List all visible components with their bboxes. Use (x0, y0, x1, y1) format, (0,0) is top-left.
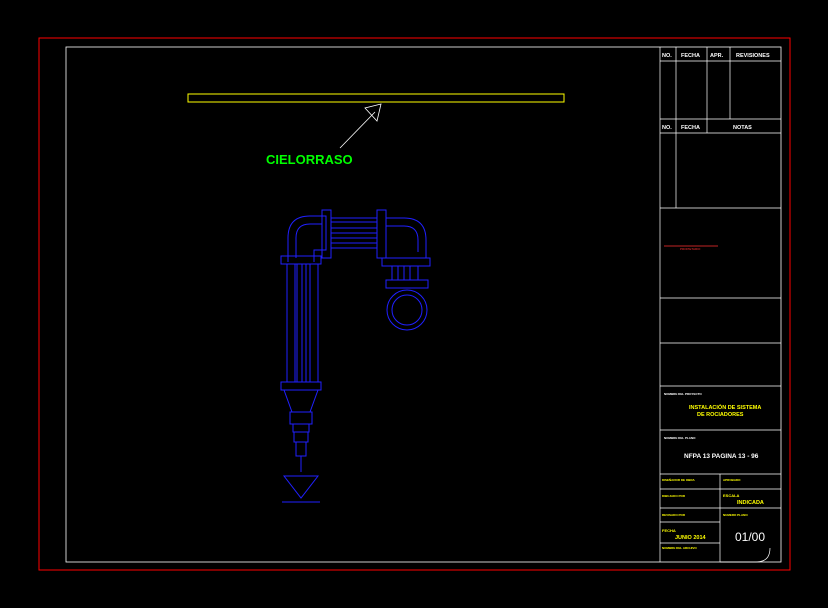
rev-col-fecha: FECHA (681, 53, 700, 59)
inner-border (65, 46, 782, 563)
ceiling-leader-arrow (339, 103, 382, 149)
scale-value: INDICADA (737, 500, 764, 506)
outer-border (38, 37, 791, 571)
date-value: JUNIO 2014 (675, 535, 707, 541)
project-title-line1: INSTALACIÓN DE SISTEMA (689, 403, 761, 411)
scale-label: ESCALA (723, 493, 740, 498)
title-block-corner (720, 547, 771, 563)
notes-col-notas: NOTAS (733, 125, 752, 131)
notes-col-fecha: FECHA (681, 125, 700, 131)
ceiling-bar (187, 93, 565, 103)
sheet-number: 01/00 (735, 530, 765, 544)
approved-label: APROBADO (723, 478, 741, 482)
file-name-label: NOMBRE DEL ARCHIVO (662, 546, 697, 550)
project-section-label: NOMBRE DEL PROYECTO (664, 392, 702, 396)
title-block (659, 47, 781, 562)
project-title-line2: DE ROCIADORES (697, 412, 744, 418)
notes-col-no: NO. (662, 125, 672, 131)
owner-label: PROPIETARIO (680, 247, 701, 251)
plan-section-label: NOMBRE DEL PLANO (664, 436, 696, 440)
rev-col-apr: APR. (710, 53, 724, 59)
ceiling-label: CIELORRASO (266, 152, 353, 167)
rev-col-revisiones: REVISIONES (736, 53, 770, 59)
designer-label: DISEÑADOR DE OBRA (662, 477, 696, 482)
plan-number-label: NUMERO PLANO (723, 513, 748, 517)
date-label: FECHA (662, 528, 676, 533)
sprinkler-pipe-assembly (280, 209, 431, 503)
drawn-by-label: DIBUJADO POR (662, 494, 686, 498)
rev-col-no: NO. (662, 53, 672, 59)
reviewed-by-label: REVISADO POR (662, 513, 686, 517)
plan-title: NFPA 13 PAGINA 13 - 96 (684, 453, 759, 460)
